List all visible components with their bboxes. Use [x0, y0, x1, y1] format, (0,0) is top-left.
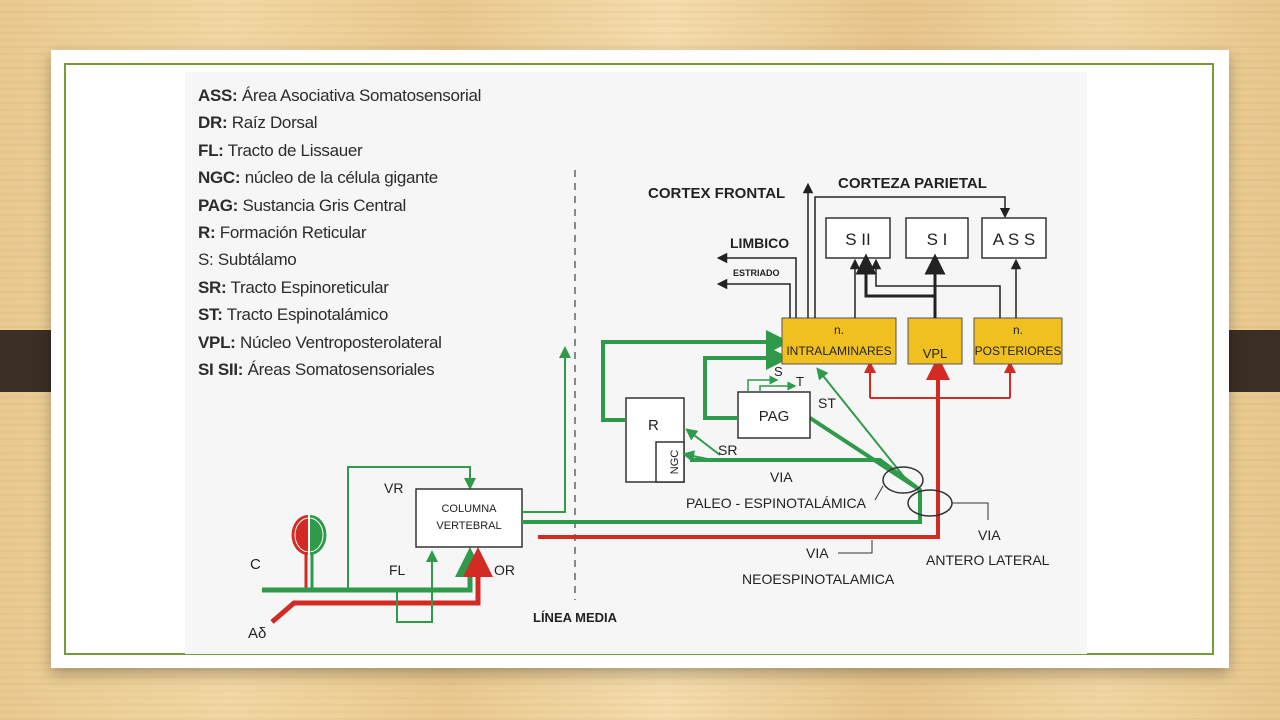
cortex-frontal-label: CORTEX FRONTAL: [648, 185, 785, 202]
paleo-to-intralaminares: [816, 367, 906, 479]
intralaminares-to-limbico: [716, 252, 797, 318]
c-fiber-green: [262, 547, 485, 593]
columna-vertebral-box: [415, 488, 523, 548]
pag-s-arrow: [747, 375, 779, 392]
intralaminares-n-label: n.: [834, 323, 844, 337]
intralaminares-box: [781, 317, 897, 365]
ngc-label: NGC: [669, 450, 681, 475]
posteriores-label: POSTERIORES: [975, 344, 1062, 358]
vpl-box: [907, 317, 963, 365]
limbico-label: LIMBICO: [730, 235, 789, 251]
pag-t-arrow: [759, 381, 797, 392]
intralaminares-label: INTRALAMINARES: [786, 344, 891, 358]
neoespinotalamica-label: NEOESPINOTALAMICA: [742, 571, 895, 587]
posteriores-to-sii: [870, 258, 1001, 318]
legend: ASS: Área Asociativa Somatosensorial DR:…: [198, 82, 481, 383]
neo-leader: [838, 540, 873, 554]
t-label: T: [796, 374, 804, 389]
paleo-espinotalamica-label: PALEO - ESPINOTALÁMICA: [686, 495, 867, 511]
fl-label: FL: [389, 562, 406, 578]
a-delta-label: Aδ: [248, 625, 266, 642]
intralaminares-to-estriado: [716, 278, 791, 318]
fl-branch: [396, 550, 438, 623]
pag-to-intralaminares: [703, 346, 790, 420]
ass-box: [981, 217, 1047, 259]
legend-item-st: ST: Tracto Espinotalámico: [198, 305, 388, 325]
r-to-intralaminares: [601, 330, 790, 422]
legend-item-sr: SR: Tracto Espinoreticular: [198, 277, 389, 297]
legend-item-pag: PAG: Sustancia Gris Central: [198, 195, 406, 215]
neo-main-path: [538, 356, 950, 539]
vr-label: VR: [384, 480, 403, 496]
s-label: S: [774, 364, 783, 379]
si-label: S I: [927, 230, 948, 249]
legend-item-ngc: NGC: núcleo de la célula gigante: [198, 168, 438, 188]
estriado-label: ESTRIADO: [733, 268, 780, 278]
slide-frame: [64, 63, 1214, 655]
posteriores-n-label: n.: [1013, 323, 1023, 337]
c-label: C: [250, 556, 261, 573]
via-antero-label: VIA: [978, 527, 1001, 543]
pag-box: [737, 391, 811, 439]
st-label: ST: [818, 395, 836, 411]
posteriores-box: [973, 317, 1063, 365]
legend-item-r: R: Formación Reticular: [198, 223, 367, 243]
vertebral-label: VERTEBRAL: [436, 520, 501, 532]
sr-arrow-ngc: [682, 450, 713, 463]
sr-arrow-r: [685, 428, 721, 456]
via-neo-label: VIA: [806, 545, 829, 561]
sr-label: SR: [718, 442, 737, 458]
vpl-label: VPL: [923, 346, 948, 361]
legend-item-vpl: VPL: Núcleo Ventroposterolateral: [198, 332, 442, 352]
or-label: OR: [494, 562, 515, 578]
legend-item-s: S: Subtálamo: [198, 250, 297, 270]
antero-lateral-label: ANTERO LATERAL: [926, 552, 1050, 568]
ass-label: A S S: [993, 230, 1036, 249]
columna-label: COLUMNA: [441, 503, 497, 515]
legend-item-dr: DR: Raíz Dorsal: [198, 113, 318, 133]
antero-lateral-leader: [952, 502, 989, 520]
legend-item-fl: FL: Tracto de Lissauer: [198, 140, 363, 160]
legend-item-ass: ASS: Área Asociativa Somatosensorial: [198, 86, 482, 105]
intralaminares-to-corteza-parietal: [814, 196, 1011, 318]
r-label: R: [648, 417, 659, 434]
paleo-main-path: [522, 458, 922, 524]
green-ascending-branch: [522, 346, 571, 513]
dorsal-root-ganglion: [291, 515, 327, 555]
r-box: [625, 397, 685, 483]
antero-lateral-ellipse: [907, 489, 953, 517]
a-delta-fiber-red: [270, 547, 493, 624]
linea-media-label: LÍNEA MEDIA: [533, 610, 618, 625]
via-paleo-label: VIA: [770, 469, 793, 485]
vr-branch: [347, 466, 476, 590]
legend-item-si-sii: SI SII: Áreas Somatosensoriales: [198, 360, 435, 380]
pag-label: PAG: [759, 408, 790, 425]
paleo-ellipse: [882, 466, 924, 494]
sii-box: [825, 217, 891, 259]
paleo-leader: [874, 485, 884, 501]
sii-label: S II: [845, 230, 871, 249]
corteza-parietal-label: CORTEZA PARIETAL: [838, 175, 987, 192]
